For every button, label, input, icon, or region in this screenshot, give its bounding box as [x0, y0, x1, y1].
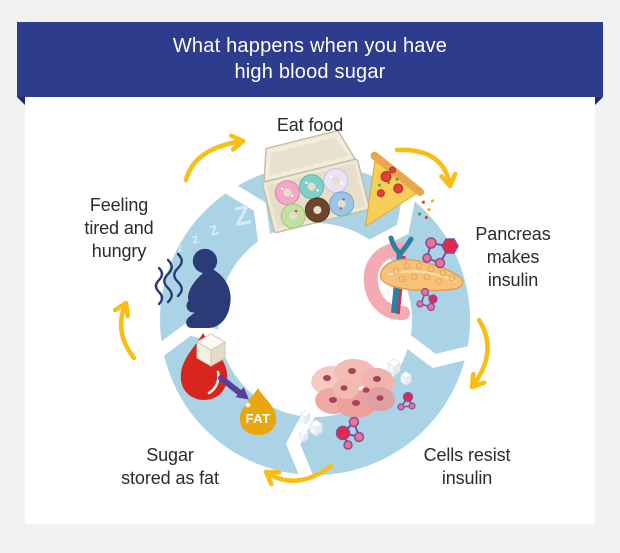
sugar-cube-icon: [299, 358, 412, 442]
ring-gap: [151, 321, 230, 360]
cycle-arrows: [112, 133, 490, 487]
stage-label-line: tired and: [84, 218, 154, 238]
title-banner: What happens when you have high blood su…: [17, 22, 603, 97]
stage-label-line: insulin: [487, 270, 539, 290]
cycle-arrow-eat-to-pancreas-icon: [394, 147, 458, 189]
stage-label-line: insulin: [441, 468, 493, 488]
ring-gap: [398, 331, 477, 369]
title-line-2: high blood sugar: [234, 61, 386, 83]
sleep-z: z: [190, 230, 201, 247]
donut-box-icon: [261, 129, 371, 234]
sleep-z: z: [176, 242, 185, 255]
stage-label-line: Eat food: [276, 115, 344, 135]
insulin-molecule-icon: [416, 287, 438, 312]
stage-label-line: Feeling: [89, 195, 149, 215]
pancreas-icon: [363, 235, 464, 320]
sleep-z: Z: [232, 199, 253, 231]
stage-label-cells-resist-insulin: Cells resist insulin: [394, 444, 540, 490]
pizza-slice-icon: [364, 151, 435, 228]
title-line-1: What happens when you have: [172, 35, 448, 57]
ribbon-fold-right-icon: [595, 97, 603, 105]
stage-label-line: Cells resist: [423, 445, 511, 465]
fat-drop-icon: FAT: [239, 388, 277, 435]
ribbon-fold-left-icon: [17, 97, 25, 105]
cycle-arrow-pancreas-to-cells-icon: [469, 317, 490, 390]
cycle-ring: [151, 165, 477, 486]
cycle-arrow-tired-to-eat-icon: [183, 133, 246, 183]
ring-gap: [220, 179, 272, 248]
stage-label-eat-food: Eat food: [230, 114, 390, 137]
stage-label-line: Sugar: [146, 445, 194, 465]
stage-label-pancreas-makes-insulin: Pancreas makes insulin: [453, 223, 573, 292]
stage-label-line: makes: [486, 247, 540, 267]
blood-drop-icon: [180, 333, 228, 400]
cycle-arrow-sugar-to-tired-icon: [112, 300, 137, 361]
tired-person-icon: [154, 248, 231, 328]
crumb-sprinkles-icon: [417, 199, 435, 220]
fat-drop-label: FAT: [245, 411, 270, 426]
stage-label-sugar-stored-as-fat: Sugar stored as fat: [90, 444, 250, 490]
stage-label-line: stored as fat: [121, 468, 219, 488]
stage-label-feeling-tired-and-hungry: Feeling tired and hungry: [54, 194, 184, 263]
stage-label-line: Pancreas: [475, 224, 551, 244]
ring-gap: [364, 186, 418, 254]
insulin-molecule-icon: [422, 237, 459, 269]
conversion-arrow-icon: [218, 375, 249, 400]
insulin-molecule-icon: [397, 391, 416, 411]
cells-cluster-icon: [311, 358, 395, 419]
cycle-arrow-cells-to-sugar-icon: [263, 463, 334, 487]
insulin-molecule-icon: [335, 416, 365, 450]
sugar-cube-icon: [195, 333, 227, 367]
stage-label-line: hungry: [91, 241, 147, 261]
